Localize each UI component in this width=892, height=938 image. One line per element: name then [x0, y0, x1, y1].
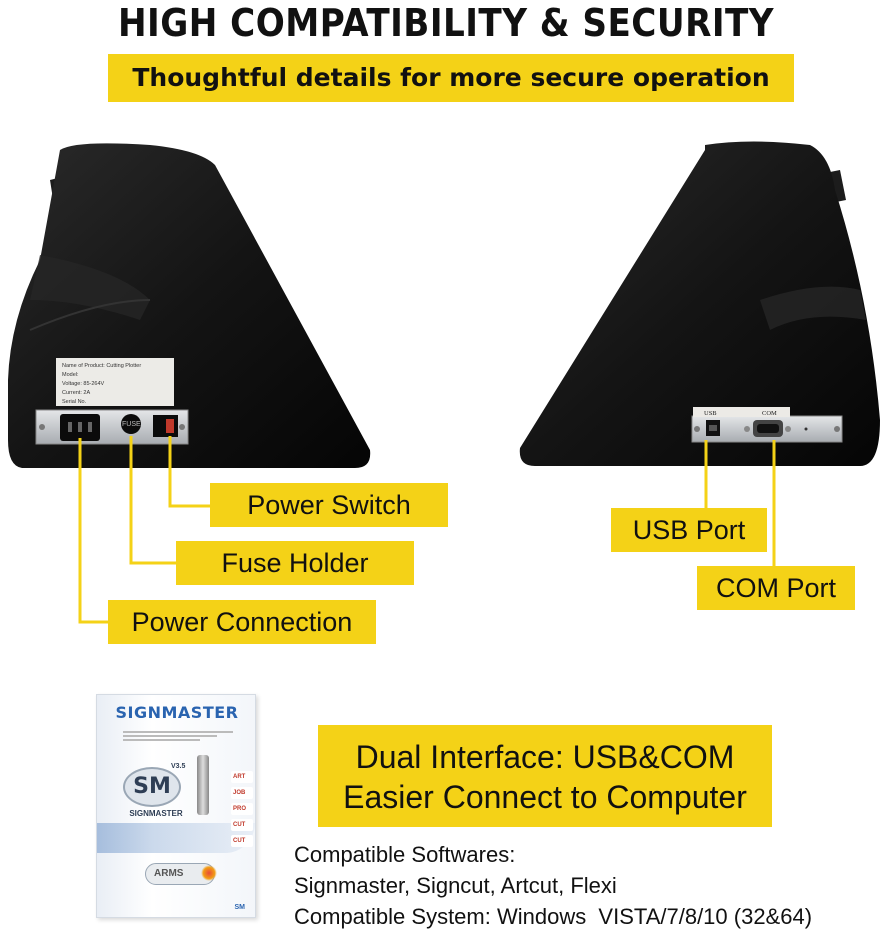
sm-logo: SM — [123, 767, 181, 807]
dual-interface-line-2: Easier Connect to Computer — [343, 779, 747, 815]
left-spec-label: Name of Product: Cutting Plotter Model: … — [56, 358, 174, 406]
spec-line-4: Current: 2A — [62, 390, 90, 396]
dual-interface-line-1: Dual Interface: USB&COM — [355, 739, 735, 775]
sm-version: V3.5 — [171, 763, 186, 770]
dual-interface-box: Dual Interface: USB&COM Easier Connect t… — [318, 725, 772, 827]
usb-port-icon — [706, 420, 720, 436]
spec-line-1: Name of Product: Cutting Plotter — [62, 363, 141, 369]
page-subheadline: Thoughtful details for more secure opera… — [108, 54, 794, 102]
signmaster-title: SIGNMASTER — [115, 703, 239, 722]
dvd-tab-2: JOB — [231, 787, 253, 799]
dvd-fine-print-lines — [123, 729, 233, 743]
com-port-icon — [753, 420, 783, 437]
spec-line-2: Model: — [62, 372, 79, 378]
compatible-softwares-list: Signmaster, Signcut, Artcut, Flexi — [294, 873, 617, 898]
power-switch-icon — [153, 415, 178, 437]
callout-power-connection: Power Connection — [108, 600, 376, 644]
dvd-tab-3: PRO — [231, 803, 253, 815]
left-plotter-side: Name of Product: Cutting Plotter Model: … — [8, 143, 371, 469]
sm-subtitle: SIGNMASTER — [129, 809, 183, 818]
spec-line-5: Serial No. — [62, 399, 87, 405]
signmaster-software-box: SIGNMASTER SM V3.5 SIGNMASTER ART JOB PR… — [96, 694, 256, 918]
sm-vendor-logo: SM — [234, 904, 246, 911]
dvd-tab-4: CUT — [231, 819, 253, 831]
dvd-wave-swoosh — [97, 823, 255, 853]
dvd-tab-5: CUT — [231, 835, 253, 847]
usb-label-text: USB — [704, 410, 717, 417]
left-connector-panel: FUSE — [35, 409, 189, 445]
callout-usb-port: USB Port — [611, 508, 767, 552]
fuse-holder-icon — [121, 414, 141, 434]
spec-line-3: Voltage: 85-264V — [62, 381, 105, 387]
power-socket-icon — [60, 414, 100, 441]
fuse-text: FUSE — [122, 421, 141, 428]
callout-com-port: COM Port — [697, 566, 855, 610]
page-headline: HIGH COMPATIBILITY & SECURITY — [117, 1, 775, 45]
right-plotter-side: USB COM — [519, 141, 880, 466]
cutter-blade-icon — [197, 755, 209, 815]
compatible-softwares-label: Compatible Softwares: — [294, 842, 516, 867]
laser-burst-icon — [201, 865, 217, 881]
com-label-text: COM — [762, 410, 777, 417]
dvd-tab-1: ART — [231, 771, 253, 783]
callout-fuse-holder: Fuse Holder — [176, 541, 414, 585]
right-port-panel: USB COM — [691, 407, 843, 443]
callout-power-switch: Power Switch — [210, 483, 448, 527]
compatible-system: Compatible System: Windows VISTA/7/8/10 … — [294, 904, 813, 929]
